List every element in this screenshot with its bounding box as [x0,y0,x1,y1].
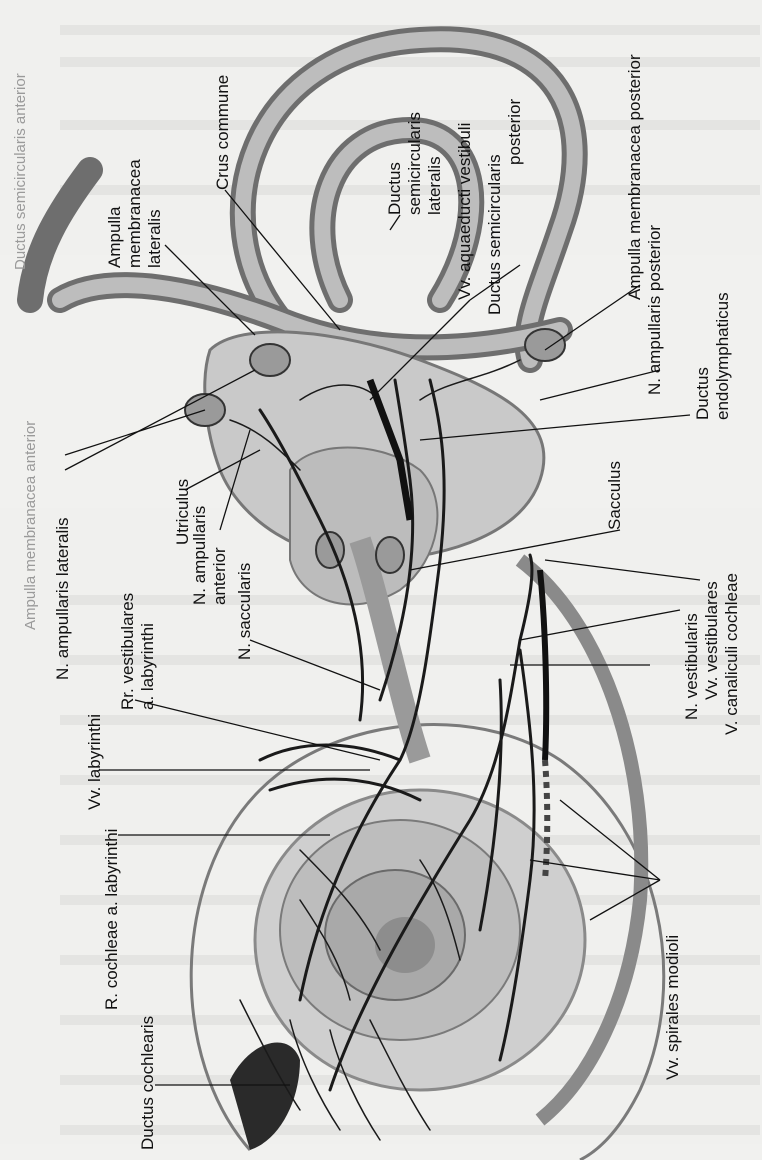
label-sacculus: Sacculus [605,461,624,530]
label-vv-spirales-modioli: Vv. spirales modioli [663,935,682,1080]
label-ductus-endolymphaticus-2: endolymphaticus [713,292,732,420]
label-ampulla-membranacea-lateralis-3: lateralis [145,209,164,268]
label-ampulla-membranacea-lateralis-1: Ampulla [105,206,124,268]
label-ampulla-membranacea-anterior: Ampulla membranacea anterior [22,421,39,630]
label-crus-commune: Crus commune [213,75,232,190]
label-vv-vestibulares: Vv. vestibulares [702,581,721,700]
label-rr-vestibulares: Rr. vestibulares [118,593,137,710]
label-vv-labyrinthi: Vv. labyrinthi [85,714,104,810]
label-n-saccularis: N. saccularis [235,563,254,660]
label-ampulla-membranacea-posterior: Ampulla membranacea posterior [625,54,644,300]
label-ductus-cochlearis: Ductus cochlearis [138,1016,157,1150]
label-r-cochleae: R. cochleae a. labyrinthi [102,829,121,1010]
label-ductus-semicircularis-lateralis-2: semicircularis [405,112,424,215]
label-n-ampullaris-anterior-2: anterior [210,547,229,605]
label-ductus-endolymphaticus-1: Ductus [693,367,712,420]
label-ductus-semicircularis-posterior-2: posterior [505,99,524,165]
label-v-canaliculi-cochleae: V. canaliculi cochleae [722,573,741,735]
label-vv-aquaeducti-vestibuli: Vv. aquaeducti vestibuli [455,123,474,300]
label-ampulla-membranacea-lateralis-2: membranacea [125,159,144,268]
label-ductus-semicircularis-anterior: Ductus semicircularis anterior [12,73,29,270]
label-ductus-semicircularis-lateralis-3: lateralis [425,156,444,215]
label-ductus-semicircularis-lateralis-1: Ductus [385,162,404,215]
label-rr-vestibulares-2: a. labyrinthi [138,623,157,710]
label-ductus-semicircularis-posterior: Ductus semicircularis [485,154,504,315]
label-n-vestibularis: N. vestibularis [682,613,701,720]
label-n-ampullaris-anterior-1: N. ampullaris [190,506,209,605]
label-n-ampullaris-lateralis: N. ampullaris lateralis [53,518,72,681]
label-n-ampullaris-posterior: N. ampullaris posterior [645,225,664,395]
